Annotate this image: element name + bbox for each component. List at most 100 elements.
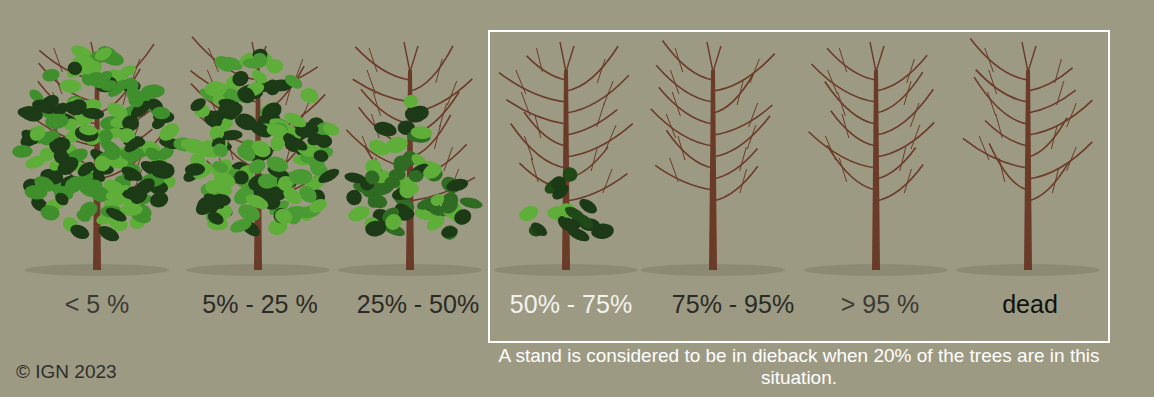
- branch: [713, 116, 770, 157]
- branch: [410, 46, 453, 91]
- branch: [566, 75, 629, 113]
- twig: [404, 42, 410, 72]
- leaf-cluster: [86, 70, 112, 91]
- leaf-cluster: [93, 45, 114, 63]
- branch: [811, 64, 876, 102]
- twig: [369, 48, 377, 72]
- twig: [828, 70, 838, 94]
- branch: [355, 47, 410, 80]
- twig: [606, 125, 616, 149]
- twig: [444, 147, 453, 171]
- branch: [876, 55, 927, 91]
- leaf-cluster: [287, 134, 309, 153]
- leaf-cluster: [441, 224, 459, 241]
- branch: [527, 56, 566, 80]
- tree: [494, 42, 638, 276]
- leaf-cluster: [205, 179, 221, 194]
- branch: [1028, 118, 1067, 157]
- twig: [911, 125, 920, 149]
- leaf-cluster: [529, 220, 550, 239]
- leaf-cluster: [517, 203, 541, 224]
- twig: [436, 59, 442, 83]
- twig: [1055, 59, 1062, 83]
- leaf-cluster: [316, 166, 341, 186]
- branch: [566, 46, 618, 91]
- defoliation-class: 25% - 50%: [357, 290, 479, 319]
- twig: [535, 114, 541, 138]
- branch: [963, 138, 1028, 168]
- twig: [870, 42, 876, 72]
- leaf-cluster: [151, 106, 171, 120]
- leaf-cluster: [67, 61, 83, 76]
- leaf-cluster: [408, 169, 424, 183]
- leaf-cluster: [39, 204, 60, 222]
- twig: [1052, 169, 1058, 193]
- leaf-cluster: [201, 190, 226, 211]
- leaf-cluster: [122, 133, 146, 155]
- defoliation-class: > 95 %: [841, 290, 920, 319]
- leaf-cluster: [41, 67, 60, 82]
- leaf-cluster: [104, 205, 129, 224]
- leaf-cluster: [249, 50, 270, 71]
- twig: [670, 70, 679, 94]
- branch: [666, 130, 713, 168]
- branch: [663, 41, 713, 80]
- defoliation-class: 75% - 95%: [672, 290, 794, 319]
- leaf-cluster: [54, 153, 81, 179]
- twig: [985, 48, 994, 72]
- branch: [876, 122, 934, 157]
- leaf-cluster: [574, 211, 596, 231]
- twig: [521, 92, 530, 116]
- branch: [831, 111, 876, 146]
- defoliation-class: 5% - 25 %: [202, 290, 317, 319]
- branch: [566, 124, 633, 157]
- leaf-cluster: [32, 173, 57, 195]
- twig: [904, 169, 911, 193]
- tree: [641, 41, 785, 276]
- leaf-cluster: [346, 203, 372, 223]
- leaf-cluster: [280, 184, 305, 207]
- branch: [566, 110, 617, 135]
- branch: [825, 81, 876, 124]
- leaf-cluster: [458, 195, 483, 210]
- twig: [1057, 81, 1064, 105]
- twig: [524, 136, 532, 160]
- twig: [670, 158, 679, 182]
- leaf-cluster: [211, 159, 230, 175]
- twig: [842, 114, 849, 138]
- leaf-cluster: [445, 177, 469, 193]
- twig: [707, 42, 713, 72]
- twig: [996, 114, 1002, 138]
- leaf-cluster: [27, 122, 49, 144]
- leaf-cluster: [344, 187, 365, 208]
- branch: [656, 65, 713, 102]
- twig: [672, 92, 680, 116]
- twig: [749, 103, 758, 127]
- leaf-cluster: [75, 208, 93, 224]
- leaf-cluster: [150, 166, 172, 180]
- twig: [516, 70, 526, 94]
- dieback-frame: A stand is considered to be in dieback w…: [488, 30, 1110, 395]
- leaf-cluster: [221, 129, 243, 141]
- twig: [1028, 46, 1036, 72]
- branch: [827, 145, 876, 190]
- branch: [1028, 142, 1092, 179]
- leaf-cluster: [321, 120, 342, 138]
- leaf-cluster: [398, 181, 417, 200]
- twig: [910, 103, 919, 127]
- twig: [604, 81, 613, 105]
- twig: [675, 48, 683, 72]
- leaf-cluster: [101, 177, 126, 197]
- leaf-cluster: [78, 124, 98, 137]
- leaf-cluster: [188, 95, 208, 113]
- branch: [192, 37, 258, 80]
- leaf-cluster: [289, 169, 312, 185]
- branch: [974, 77, 1028, 124]
- branch: [876, 72, 923, 113]
- twig: [367, 70, 376, 94]
- leaf-cluster: [232, 169, 250, 187]
- branch: [809, 132, 876, 168]
- twig: [1067, 103, 1077, 127]
- leaf-cluster: [410, 125, 433, 140]
